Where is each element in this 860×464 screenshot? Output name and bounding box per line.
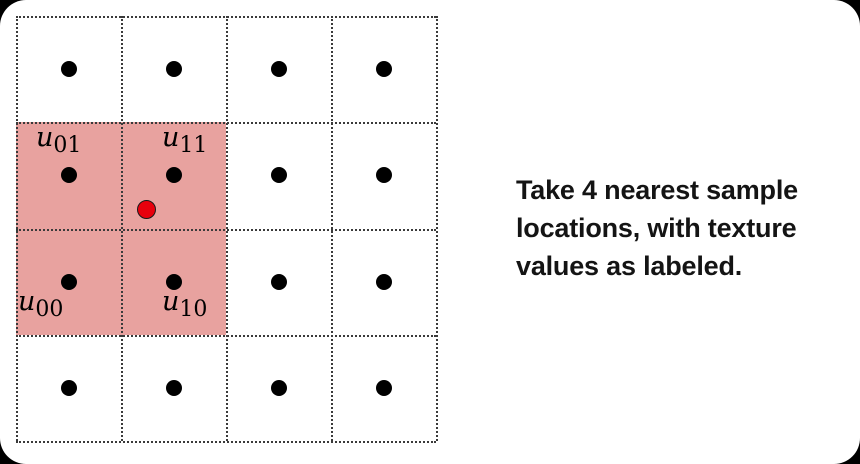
sample-dot: [165, 379, 182, 396]
texel-label-u10: u10: [162, 288, 207, 321]
texel-label-u01: u01: [36, 124, 81, 157]
sample-dot: [270, 273, 287, 290]
texel-label-base: u: [162, 286, 180, 317]
query-sample-dot: [136, 199, 156, 219]
texel-label-subscript: 10: [179, 297, 208, 323]
grid-hline: [16, 441, 436, 443]
sample-dot: [60, 379, 77, 396]
grid-lines: [16, 16, 438, 443]
sample-dot: [165, 167, 182, 184]
sample-dot: [270, 61, 287, 78]
sample-dot: [375, 61, 392, 78]
sample-dot: [375, 273, 392, 290]
texel-label-u00: u00: [18, 288, 63, 321]
sample-dot: [375, 379, 392, 396]
sample-dot: [60, 273, 77, 290]
sample-dot: [270, 379, 287, 396]
texel-label-base: u: [18, 286, 36, 317]
texel-label-subscript: 11: [179, 133, 208, 159]
sample-dot: [165, 273, 182, 290]
caption-text: Take 4 nearest sample locations, with te…: [516, 175, 798, 281]
sample-dot: [60, 167, 77, 184]
texel-label-base: u: [36, 122, 54, 153]
sample-dot: [60, 61, 77, 78]
grid-hline: [16, 228, 436, 231]
texel-label-u11: u11: [162, 124, 207, 157]
sample-dot: [165, 61, 182, 78]
texel-label-subscript: 00: [35, 297, 64, 323]
grid-hline: [16, 334, 436, 337]
texel-label-base: u: [162, 122, 180, 153]
grid-vline: [436, 16, 438, 441]
grid-hline: [16, 122, 436, 125]
sample-dot: [375, 167, 392, 184]
sample-dot: [270, 167, 287, 184]
texel-label-subscript: 01: [53, 133, 82, 159]
grid-hline: [16, 16, 436, 18]
